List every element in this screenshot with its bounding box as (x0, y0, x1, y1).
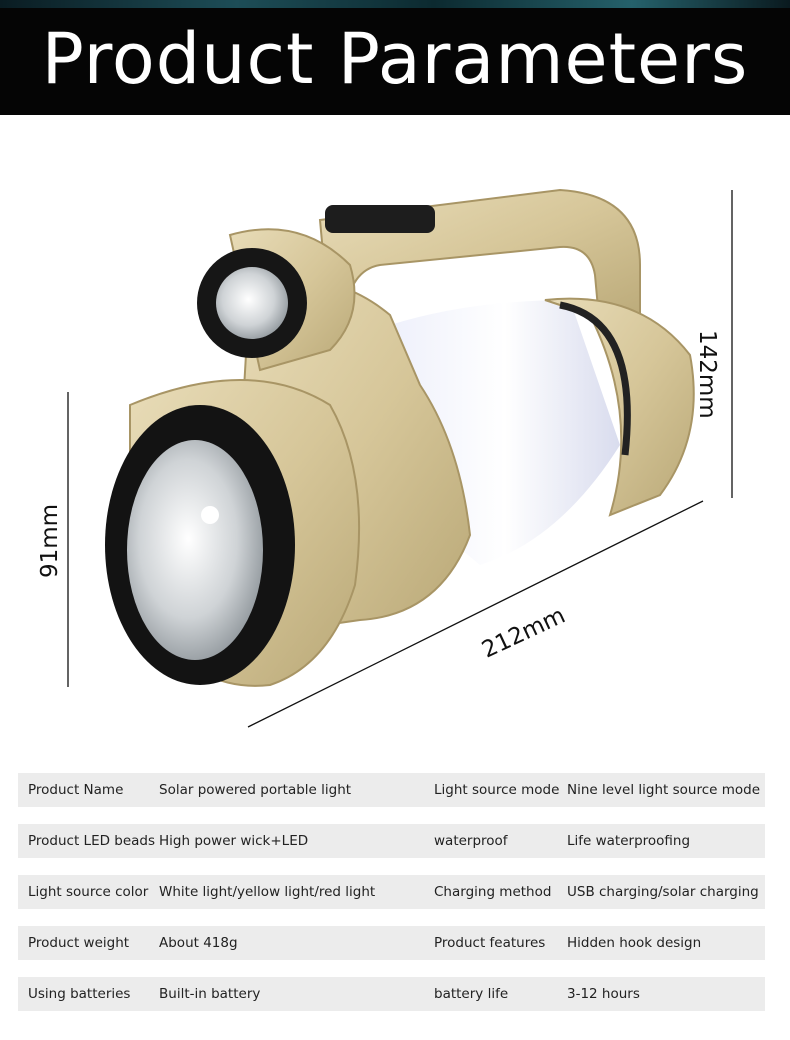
spec-value: High power wick+LED (159, 833, 309, 849)
spec-value: Life waterproofing (567, 833, 691, 849)
product-image (67, 188, 733, 728)
spec-label: Product features (434, 935, 546, 951)
width-dimension-label: 91mm (37, 503, 63, 578)
rear-ring (559, 301, 631, 456)
spec-value: About 418g (159, 935, 238, 951)
height-dimension-label: 142mm (694, 330, 720, 419)
table-row: Product Name Solar powered portable ligh… (18, 773, 765, 807)
spec-label: Light source color (28, 884, 149, 900)
main-lamp-lens (127, 440, 263, 660)
spec-value: USB charging/solar charging (567, 884, 759, 900)
header-banner: Product Parameters (0, 0, 790, 115)
header-glow (0, 0, 790, 8)
led-chip (201, 506, 219, 524)
table-row: Product LED beads High power wick+LED wa… (18, 824, 765, 858)
spec-label: Product weight (28, 935, 130, 951)
spec-label: Light source mode (434, 782, 560, 798)
spec-value: White light/yellow light/red light (159, 884, 376, 900)
spec-label: Product Name (28, 782, 124, 798)
length-dimension-line (247, 500, 704, 728)
spec-label: Using batteries (28, 986, 131, 1002)
side-lamp-lens (216, 267, 288, 339)
table-row: Product weight About 418g Product featur… (18, 926, 765, 960)
spec-label: Charging method (434, 884, 552, 900)
page-title: Product Parameters (41, 18, 749, 100)
spec-label: battery life (434, 986, 509, 1002)
table-row: Using batteries Built-in battery battery… (18, 977, 765, 1011)
spec-value: Hidden hook design (567, 935, 702, 951)
spec-value: Built-in battery (159, 986, 261, 1002)
spec-value: 3-12 hours (567, 986, 640, 1002)
spec-table: Product Name Solar powered portable ligh… (18, 773, 765, 1028)
table-row: Light source color White light/yellow li… (18, 875, 765, 909)
spec-label: waterproof (434, 833, 508, 849)
button-panel (325, 205, 435, 233)
spec-label: Product LED beads (28, 833, 156, 849)
spec-value: Solar powered portable light (159, 782, 352, 798)
rear-cap (544, 297, 695, 517)
spec-value: Nine level light source mode (567, 782, 761, 798)
